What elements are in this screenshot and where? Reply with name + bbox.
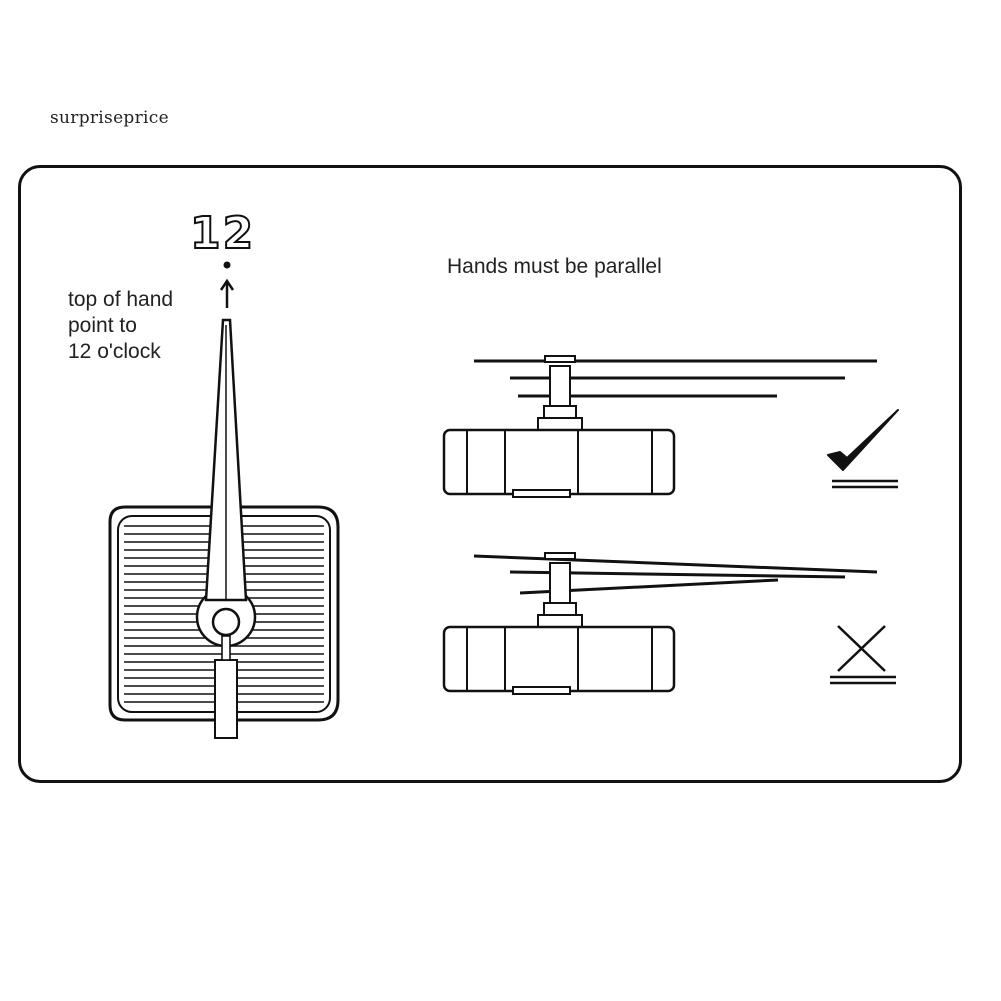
hand-instruction-line: 12 o'clock	[68, 340, 161, 363]
correct-side-view	[442, 355, 877, 498]
hand-instruction-line: top of hand	[68, 288, 174, 311]
wrong-side-view	[442, 552, 878, 695]
watermark: surpriseprice	[50, 108, 169, 128]
parallel-heading: Hands must be parallel	[447, 255, 662, 278]
x-mark-icon	[830, 625, 896, 685]
up-arrow-icon	[219, 278, 235, 308]
twelve-label: 12	[189, 208, 256, 259]
check-mark-icon	[827, 409, 899, 489]
instruction-card	[18, 165, 962, 783]
twelve-dot	[223, 261, 231, 269]
clock-hand	[195, 318, 257, 739]
hand-instruction-line: point to	[68, 314, 137, 337]
hand-instruction: top of hand point to 12 o'clock	[68, 287, 173, 365]
